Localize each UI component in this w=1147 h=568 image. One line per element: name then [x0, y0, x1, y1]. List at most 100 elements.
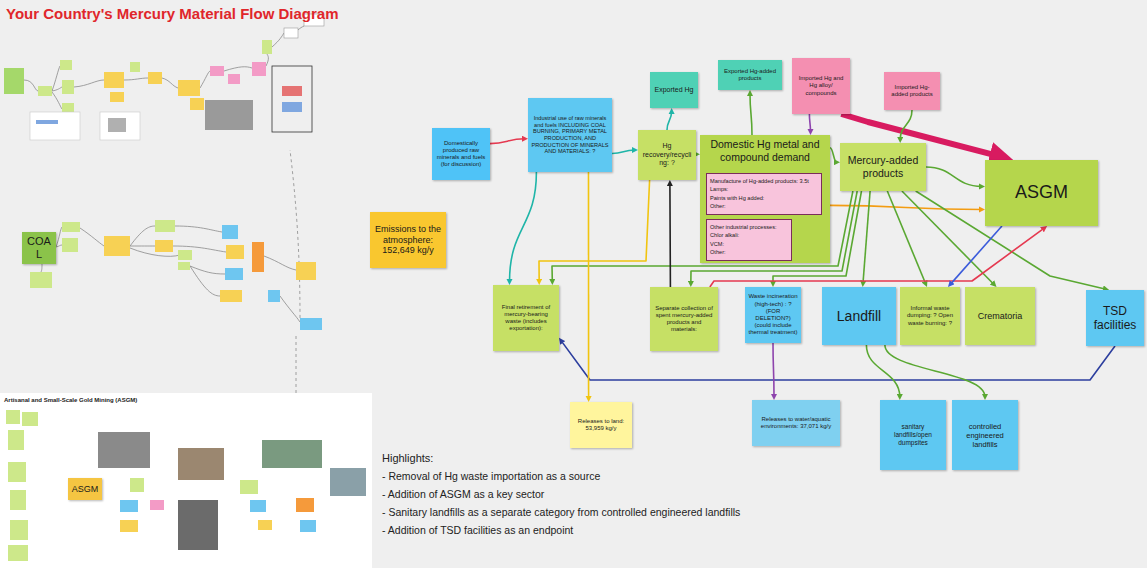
thumbnail-caption: Artisanal and Small-Scale Gold Mining (A… — [4, 397, 137, 403]
flow-arrow — [902, 191, 994, 285]
mini-note — [190, 98, 204, 110]
mini-line — [266, 54, 268, 66]
highlight-note: - Addition of ASGM as a key sector — [382, 488, 544, 500]
mini-note — [30, 272, 52, 288]
mini-note — [226, 245, 244, 259]
flow-arrow — [667, 111, 672, 130]
mini-note — [155, 220, 175, 232]
node-text: Hg recovery/recycling: ? — [641, 142, 693, 167]
sticky-note: Mercury-added products — [840, 143, 926, 191]
mini-note — [225, 268, 243, 280]
node-text: controlled engineered landfills — [955, 422, 1015, 449]
flow-arrow — [510, 172, 537, 282]
flow-arrow — [490, 139, 525, 144]
mini-note — [155, 240, 173, 252]
node-text: Releases to land: 53,959 kg/y — [573, 418, 629, 432]
mini-line — [190, 266, 220, 296]
sticky-note: Crematoria — [965, 287, 1035, 345]
node-text: Other: — [710, 202, 818, 210]
mini-note — [6, 410, 20, 424]
mini-line — [130, 246, 155, 247]
mini-line — [130, 226, 155, 246]
flow-arrow — [926, 167, 982, 186]
node-text: Releases to water/aquatic environments: … — [755, 416, 837, 430]
mini-note — [296, 262, 316, 280]
node-text: Emissions to the atmosphere: 152,649 kg/… — [373, 224, 443, 256]
flow-arrow — [830, 148, 837, 162]
sticky-note: sanitary landfills/open dumpsites — [880, 400, 946, 470]
mini-screenshot — [30, 112, 80, 140]
mini-note — [120, 500, 138, 512]
node-text: Mercury-added products — [843, 154, 923, 179]
mini-note — [296, 498, 314, 512]
mini-note — [8, 462, 26, 482]
mini-photo — [330, 468, 366, 496]
sticky-note: Domestic Hg metal and compound demandMan… — [700, 135, 830, 263]
flow-arrow — [612, 150, 635, 154]
mini-line — [124, 78, 148, 80]
dashed-link — [290, 150, 300, 318]
node-text: Landfill — [825, 308, 893, 325]
node-text: Paints with Hg added: — [710, 194, 818, 202]
node-text: ASGM — [71, 484, 99, 495]
mini-note — [110, 92, 124, 102]
mini-note — [282, 86, 302, 96]
mini-note — [10, 520, 28, 540]
mini-line — [298, 26, 304, 30]
sticky-note: Emissions to the atmosphere: 152,649 kg/… — [370, 212, 446, 268]
sticky-note: Waste incineration (high-tech) : ? (FOR … — [745, 287, 801, 343]
node-text: VCM: — [710, 240, 788, 248]
dashed-link — [296, 336, 297, 393]
mini-note — [8, 430, 24, 450]
sticky-note: COAL — [22, 232, 56, 264]
node-text: Exported Hg-added products — [721, 68, 779, 82]
mini-frame — [272, 66, 312, 132]
node-text: Imported Hg and Hg alloy/ compounds — [795, 75, 847, 97]
mini-note — [178, 80, 200, 96]
flow-arrow — [830, 205, 982, 209]
mini-line — [224, 67, 252, 71]
flow-arrow — [900, 110, 912, 140]
mini-note — [222, 225, 238, 239]
mini-line — [56, 227, 62, 247]
mini-line — [272, 33, 284, 47]
mini-note — [252, 62, 266, 76]
node-text: Waste incineration (high-tech) : ? (FOR … — [748, 293, 798, 336]
mini-line — [190, 266, 225, 274]
flow-arrow — [750, 93, 752, 135]
mini-line — [52, 87, 62, 91]
highlight-note: - Removal of Hg waste importation as a s… — [382, 470, 600, 482]
mini-note — [120, 520, 138, 532]
mini-note — [38, 86, 52, 96]
node-text: Imported Hg-added products — [887, 84, 937, 98]
mini-note — [22, 412, 38, 426]
node-text: Domestic Hg metal and compound demand — [703, 138, 827, 163]
node-text: Other industrial processes: — [710, 223, 788, 231]
mini-note — [4, 68, 24, 94]
sticky-note: ASGM — [68, 478, 102, 500]
sticky-note: controlled engineered landfills — [952, 400, 1018, 470]
thumbnail-notes — [0, 14, 372, 568]
sticky-note: Releases to land: 53,959 kg/y — [570, 402, 632, 448]
mini-note — [104, 72, 124, 88]
mini-line — [52, 92, 62, 109]
node-text: Separate collection of spent mercury-add… — [653, 305, 715, 334]
sticky-note: ASGM — [985, 160, 1098, 226]
node-text: TSD facilities — [1089, 304, 1141, 333]
mini-note — [220, 290, 242, 302]
node-text: sanitary landfills/open dumpsites — [883, 423, 943, 446]
mini-note — [178, 262, 190, 270]
mini-line — [74, 80, 104, 87]
thumbnail-panel — [0, 393, 372, 568]
node-text: Other: — [710, 248, 788, 256]
sticky-note: Domestically produced raw minerals and f… — [432, 128, 490, 180]
flow-arrow — [561, 340, 1115, 380]
mini-note — [210, 66, 224, 76]
mini-note — [148, 72, 162, 84]
sticky-note: Releases to water/aquatic environments: … — [752, 400, 840, 446]
sticky-note: Exported Hg-added products — [718, 60, 782, 90]
mini-note — [130, 478, 144, 492]
sticky-note: Hg recovery/recycling: ? — [638, 130, 696, 180]
sticky-note: Imported Hg-added products — [884, 72, 940, 110]
